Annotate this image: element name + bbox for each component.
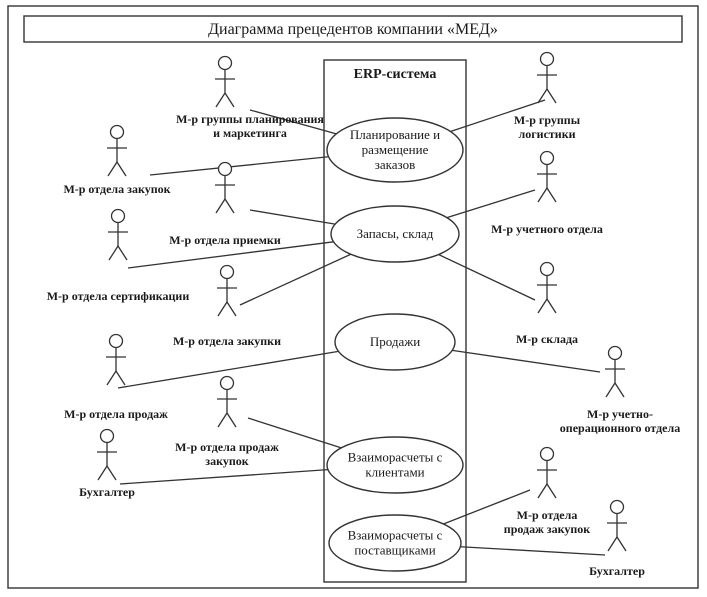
actor-accounting-operations: М-р учетно-операционного отдела <box>560 345 680 435</box>
association-line <box>127 241 334 269</box>
association-line <box>446 189 536 219</box>
actor-stick-figure-icon <box>97 428 117 481</box>
actor-warehouse: М-р склада <box>516 261 578 346</box>
actor-stick-figure-icon <box>215 55 235 108</box>
association-line <box>460 546 606 556</box>
use-case-label: заказов <box>375 157 416 172</box>
association-line <box>443 489 531 525</box>
actor-accounting-dept: М-р учетного отдела <box>491 150 603 236</box>
association-line <box>249 109 337 135</box>
actor-receiving-dept: М-р отдела приемки <box>169 161 281 247</box>
actor-stick-figure-icon <box>217 264 237 317</box>
actor-label: логистики <box>518 127 575 141</box>
uc-sales: Продажи <box>334 313 456 371</box>
actor-stick-figure-icon <box>215 161 235 214</box>
use-case-label: Взаиморасчеты с <box>348 450 443 465</box>
actor-label: М-р учетного отдела <box>491 222 603 236</box>
use-case-ellipse <box>326 117 464 183</box>
actor-label: закупок <box>205 454 248 468</box>
system-title: ERP-система <box>354 67 437 82</box>
actor-label: М-р склада <box>516 332 578 346</box>
actor-certification-dept: М-р отдела сертификации <box>47 208 190 303</box>
actor-label: М-р отдела закупок <box>63 182 170 196</box>
diagram-title: Диаграмма прецедентов компании «МЕД» <box>208 21 498 38</box>
actor-stick-figure-icon <box>107 124 127 177</box>
actor-accountant-right: Бухгалтер <box>589 499 645 578</box>
actor-stick-figure-icon <box>106 333 126 386</box>
use-case-label: Планирование и <box>350 127 440 142</box>
actor-label: М-р отдела сертификации <box>47 289 190 303</box>
association-line <box>149 156 329 176</box>
actor-label: и маркетинга <box>213 126 287 140</box>
actor-label: М-р отдела продаж <box>64 407 168 421</box>
use-case-ellipse <box>334 313 456 371</box>
actor-label: операционного отдела <box>560 421 680 435</box>
use-case-ellipse <box>328 514 462 572</box>
association-line <box>450 99 546 133</box>
actor-label: Бухгалтер <box>79 485 135 499</box>
actor-label: М-р группы <box>514 113 581 127</box>
actor-label: М-р отдела закупки <box>173 334 281 348</box>
association-line <box>438 253 536 301</box>
use-case-label: Продажи <box>370 334 420 349</box>
actor-stick-figure-icon <box>537 446 557 499</box>
actor-stick-figure-icon <box>537 261 557 314</box>
actor-stick-figure-icon <box>607 499 627 552</box>
use-case-label: размещение <box>362 142 429 157</box>
actor-purchasing-dept: М-р отдела закупок <box>63 124 171 196</box>
title-box <box>23 15 683 43</box>
use-case-label: Взаиморасчеты с <box>348 528 443 543</box>
associations <box>117 99 606 556</box>
actor-stick-figure-icon <box>537 150 557 203</box>
association-line <box>239 253 352 306</box>
actor-label: продаж закупок <box>504 522 590 536</box>
association-line <box>119 468 328 485</box>
actor-stick-figure-icon <box>605 345 625 398</box>
use-case-ellipse <box>326 436 464 494</box>
system-boundary <box>323 59 467 583</box>
actor-purchasing-dept-2: М-р отдела закупки <box>173 264 281 348</box>
actor-sales-dept: М-р отдела продаж <box>64 333 168 421</box>
actor-stick-figure-icon <box>537 51 557 104</box>
use-case-ellipse <box>330 205 460 263</box>
use-case-label: клиентами <box>365 465 424 480</box>
actor-label: Бухгалтер <box>589 564 645 578</box>
use-case-label: Запасы, склад <box>357 226 434 241</box>
actor-stick-figure-icon <box>108 208 128 261</box>
actor-label: М-р отдела <box>517 508 578 522</box>
actor-label: М-р учетно- <box>587 407 653 421</box>
association-line <box>249 209 336 225</box>
association-line <box>452 349 601 373</box>
actor-label: М-р группы планирования <box>176 112 324 126</box>
actor-label: М-р отдела продаж <box>175 440 279 454</box>
association-line <box>117 350 339 389</box>
diagram-frame <box>7 5 699 589</box>
actor-stick-figure-icon <box>217 375 237 428</box>
actor-label: М-р отдела приемки <box>169 233 281 247</box>
use-case-label: поставщиками <box>354 543 435 558</box>
uc-inventory: Запасы, склад <box>330 205 460 263</box>
association-line <box>247 417 342 449</box>
actor-accountant-left: Бухгалтер <box>79 428 135 499</box>
